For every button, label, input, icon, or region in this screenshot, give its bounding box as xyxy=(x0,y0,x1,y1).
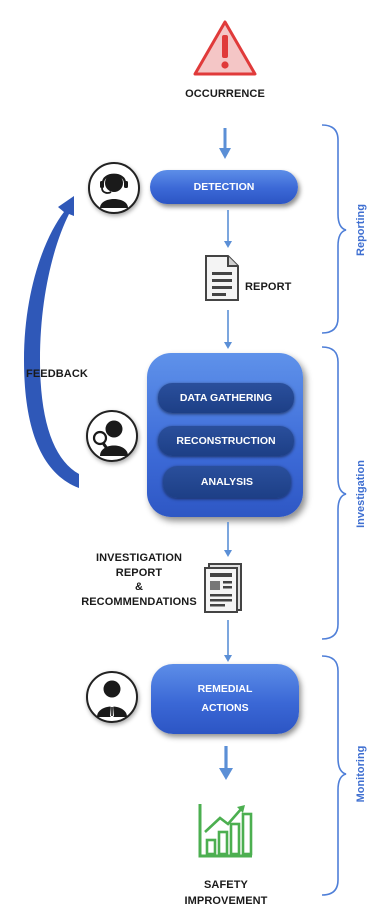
flow-arrow xyxy=(224,522,232,557)
warning-triangle-icon xyxy=(193,20,257,76)
flow-arrow xyxy=(224,620,232,662)
safety-improvement-label: SAFETY IMPROVEMENT xyxy=(160,877,292,909)
manager-avatar xyxy=(86,671,138,723)
feedback-label: FEEDBACK xyxy=(26,368,88,380)
businessman-icon xyxy=(97,680,127,718)
growth-chart-icon xyxy=(198,804,253,858)
phase-label-reporting: Reporting xyxy=(355,204,367,256)
investigator-avatar xyxy=(86,410,138,462)
investigation-report-line1: INVESTIGATION xyxy=(95,552,183,564)
investigation-report-line3: & xyxy=(134,581,144,593)
reporting-bracket xyxy=(321,124,347,334)
flow-arrow xyxy=(219,128,231,159)
headset-operator-icon xyxy=(100,173,128,208)
reconstruction-step: RECONSTRUCTION xyxy=(158,426,294,456)
magnifier-person-icon xyxy=(92,420,128,456)
detection-node: DETECTION xyxy=(150,170,298,204)
phase-label-investigation: Investigation xyxy=(355,460,367,528)
operator-avatar xyxy=(88,162,140,214)
report-document-icon xyxy=(204,563,242,613)
data-gathering-step: DATA GATHERING xyxy=(158,383,294,413)
investigation-report-label: INVESTIGATION REPORT & RECOMMENDATIONS xyxy=(70,551,208,609)
investigation-report-line2: REPORT xyxy=(115,566,163,579)
investigation-bracket xyxy=(321,346,347,640)
phase-label-monitoring: Monitoring xyxy=(355,745,367,803)
monitoring-bracket xyxy=(321,655,347,896)
flow-arrow xyxy=(224,210,232,248)
remedial-line2: ACTIONS xyxy=(201,702,249,714)
safety-line2: IMPROVEMENT xyxy=(184,895,268,907)
report-label: REPORT xyxy=(245,281,292,293)
analysis-step: ANALYSIS xyxy=(163,466,291,498)
investigation-report-line4: RECOMMENDATIONS xyxy=(81,595,197,608)
document-icon xyxy=(205,255,239,301)
remedial-line1: REMEDIAL xyxy=(197,683,253,695)
flow-arrow xyxy=(224,310,232,349)
flow-arrow xyxy=(219,746,233,780)
occurrence-label: OCCURRENCE xyxy=(185,88,265,100)
safety-line1: SAFETY xyxy=(204,879,248,891)
feedback-arrow xyxy=(24,196,79,488)
remedial-actions-node: REMEDIAL ACTIONS xyxy=(151,664,299,734)
